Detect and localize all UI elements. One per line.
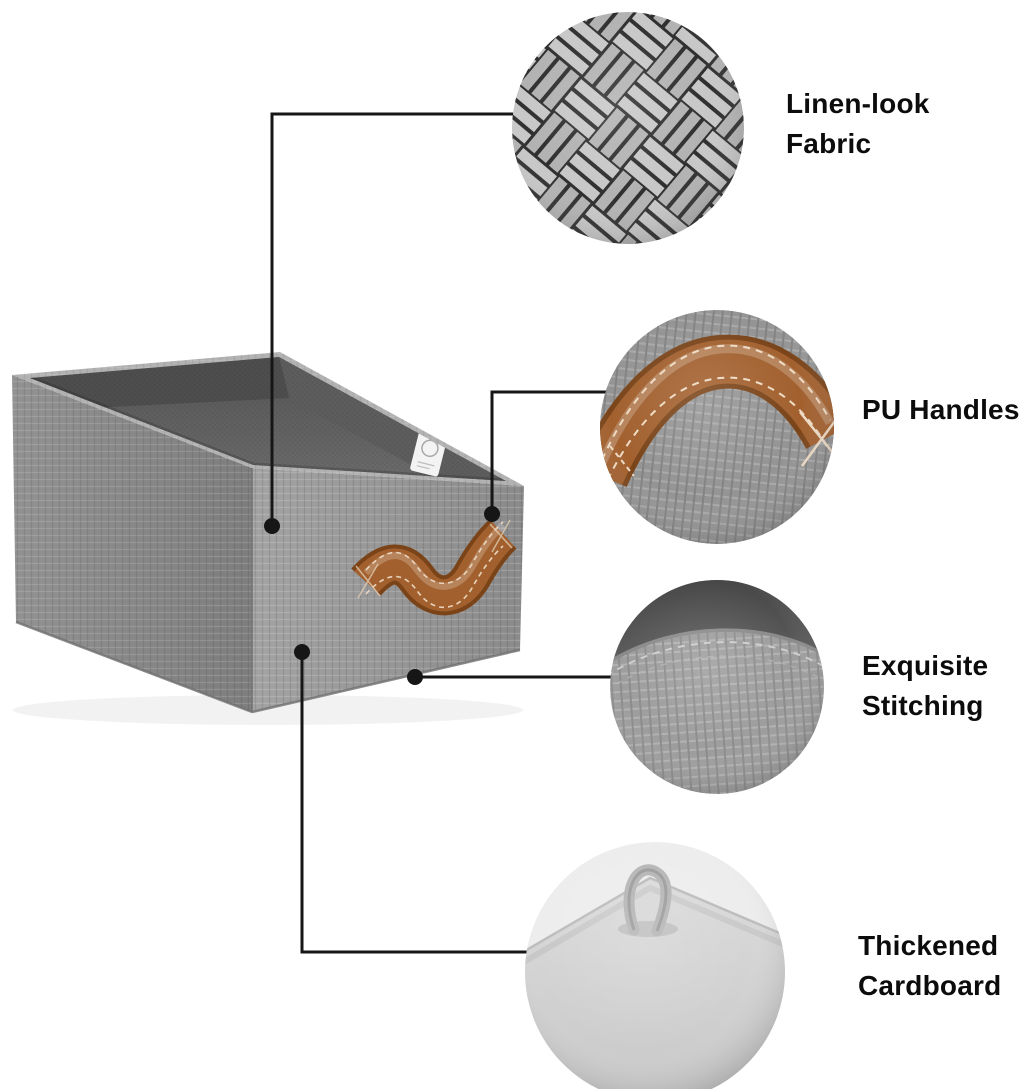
connector-stitching	[407, 669, 614, 685]
callout-connectors	[264, 112, 614, 954]
handle-left-cross-stitch	[355, 563, 381, 599]
bin-left-face-texture	[12, 375, 252, 712]
vignette	[600, 310, 834, 544]
handle-stitch-bottom	[365, 545, 504, 609]
storage-bin	[12, 352, 524, 725]
callout-dot	[484, 506, 500, 522]
connector-line	[270, 112, 516, 526]
callout-dot	[294, 644, 310, 660]
connector-cardboard	[294, 644, 530, 954]
callout-circle-cardboard	[525, 842, 785, 1089]
vignette	[610, 580, 824, 794]
callout-dot	[407, 669, 423, 685]
callout-circle-pu-handles	[600, 310, 834, 544]
connector-pu-handles	[484, 390, 609, 522]
bin-shadow	[13, 695, 523, 725]
bin-interior-detail	[30, 357, 506, 481]
vignette	[512, 12, 744, 244]
label-thickened-cardboard: Thickened Cardboard	[858, 930, 1002, 1001]
handle-strap	[354, 522, 515, 612]
label-linen-fabric: Linen-look Fabric	[786, 88, 930, 159]
label-exquisite-stitching: Exquisite Stitching	[862, 650, 989, 721]
bin-handle	[351, 519, 517, 616]
bin-inner-shadow	[30, 375, 506, 481]
callout-circle-linen-fabric	[512, 12, 744, 244]
label-pu-handles: PU Handles	[862, 394, 1020, 425]
handle-stitch-top	[365, 521, 504, 585]
vignette	[525, 842, 785, 1089]
bin-front-face-texture	[252, 468, 524, 712]
callout-dot	[264, 518, 280, 534]
connector-line	[490, 390, 609, 514]
handle-right-cross-stitch	[489, 519, 513, 553]
bin-interior-mesh	[30, 357, 506, 481]
handle-highlight	[363, 522, 506, 590]
callout-circle-stitching	[610, 580, 824, 794]
connector-line	[300, 652, 530, 954]
connector-linen-fabric	[264, 112, 516, 534]
